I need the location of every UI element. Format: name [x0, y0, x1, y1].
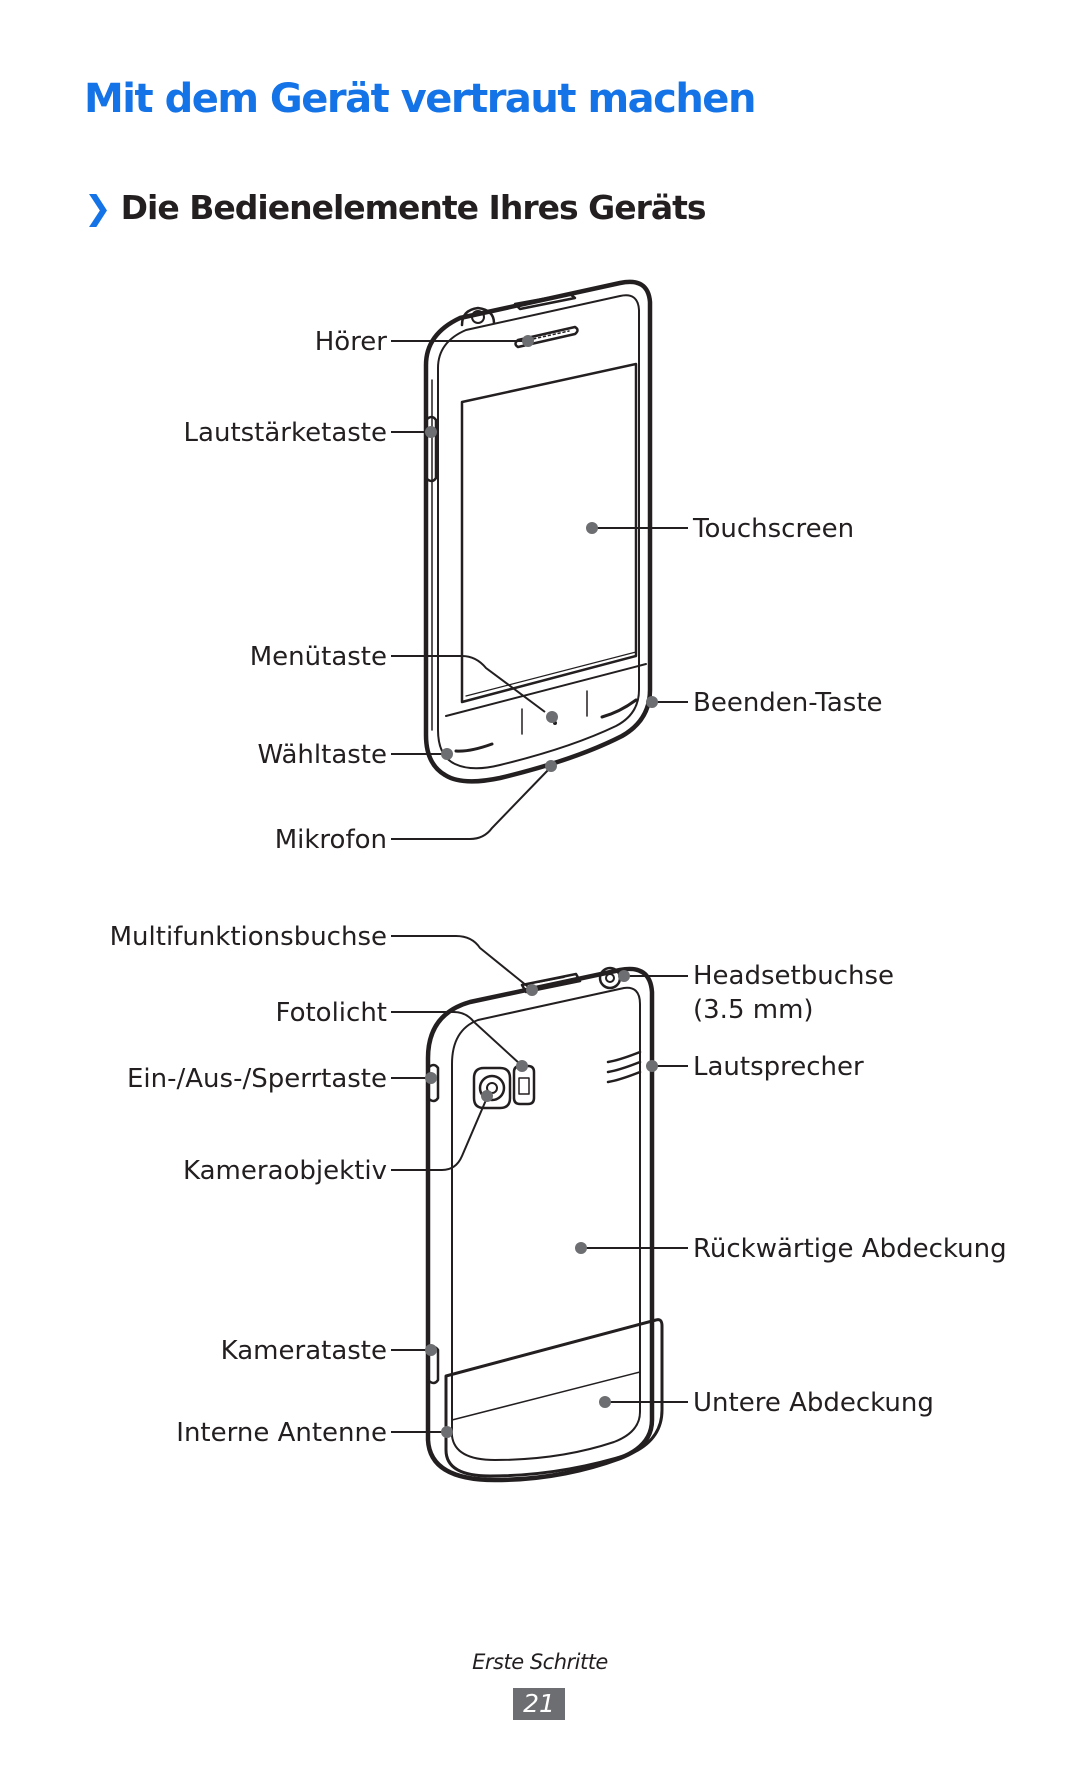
flash-label: Fotolicht	[276, 998, 387, 1028]
dial-key-label: Wähltaste	[257, 740, 387, 770]
headset-jack-label: Headsetbuchse	[693, 961, 894, 991]
end-key-label: Beenden-Taste	[693, 688, 883, 718]
section-title: ❯Die Bedienelemente Ihres Geräts	[84, 188, 707, 227]
back-cover-label: Rückwärtige Abdeckung	[693, 1234, 1007, 1264]
internal-antenna-label: Interne Antenne	[176, 1418, 387, 1448]
chevron-right-icon: ❯	[84, 188, 112, 227]
earpiece-label: Hörer	[315, 327, 388, 357]
microphone-label: Mikrofon	[275, 825, 387, 855]
section-title-text: Die Bedienelemente Ihres Geräts	[120, 188, 707, 227]
front-callouts	[391, 335, 688, 840]
touchscreen-label: Touchscreen	[692, 514, 854, 544]
page-title: Mit dem Gerät vertraut machen	[84, 76, 756, 122]
bottom-cover-label: Untere Abdeckung	[693, 1388, 934, 1418]
footer-section-label: Erste Schritte	[472, 1650, 608, 1674]
page-number: 21	[513, 1688, 565, 1720]
camera-lens-label: Kameraobjektiv	[183, 1156, 387, 1186]
speaker-label: Lautsprecher	[693, 1052, 864, 1082]
power-key-label: Ein-/Aus-/Sperrtaste	[127, 1064, 387, 1094]
back-phone-illustration	[425, 966, 664, 1483]
volume-key-label: Lautstärketaste	[184, 418, 387, 448]
back-callouts	[391, 935, 688, 1438]
camera-key-label: Kamerataste	[221, 1336, 387, 1366]
multifunction-jack-label: Multifunktionsbuchse	[110, 922, 387, 952]
headset-jack-size-label: (3.5 mm)	[693, 995, 814, 1025]
menu-key-label: Menütaste	[250, 642, 387, 672]
